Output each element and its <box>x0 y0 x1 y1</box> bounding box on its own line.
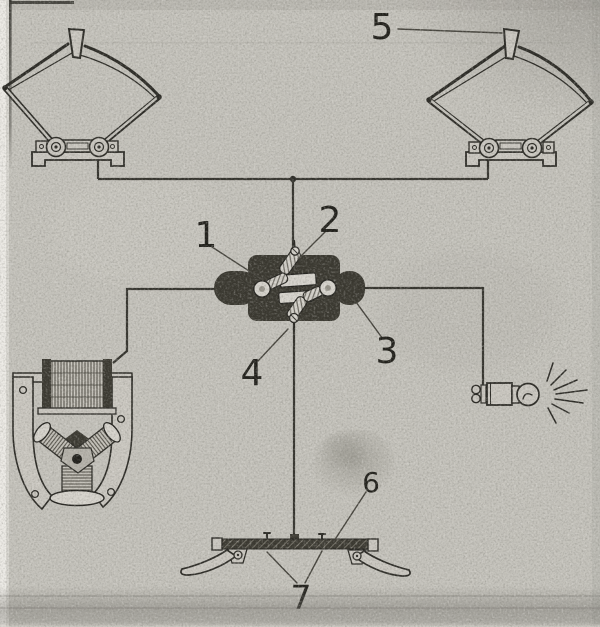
scanned-diagram-page: 1 2 3 4 5 6 7 <box>0 0 600 627</box>
paper-grain-light <box>0 0 600 627</box>
wiring-diagram: 1 2 3 4 5 6 7 <box>0 0 600 627</box>
